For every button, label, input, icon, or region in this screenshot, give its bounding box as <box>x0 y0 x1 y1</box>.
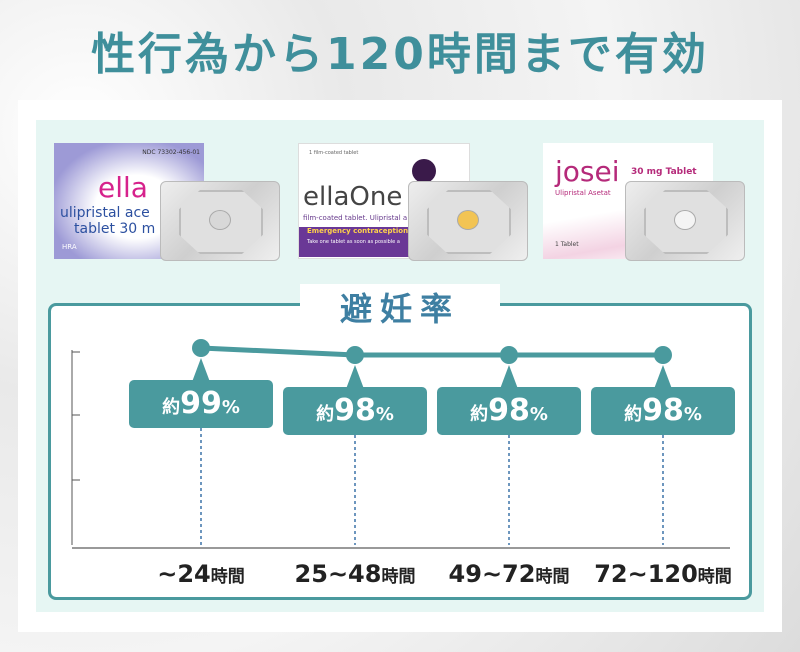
label-unit: % <box>683 404 702 425</box>
product-ella: NDC 73302-456-01 ella ulipristal ace tab… <box>54 143 280 261</box>
blister-pack-image <box>408 181 528 261</box>
x-tick-value: 25~48 <box>294 560 382 588</box>
callout-pointer <box>500 365 518 389</box>
label-value: 98 <box>642 393 684 428</box>
x-tick-value: 72~120 <box>594 560 698 588</box>
callout-pointer <box>346 365 364 389</box>
data-label: 約98% <box>283 387 427 435</box>
label-unit: % <box>529 404 548 425</box>
product-text: 1 film-coated tablet <box>309 150 359 156</box>
blister-pack-image <box>625 181 745 261</box>
product-brand: ellaOne <box>303 182 403 212</box>
data-label: 約98% <box>437 387 581 435</box>
x-tick-label: 49~72時間 <box>429 560 589 588</box>
product-text: NDC 73302-456-01 <box>142 149 200 156</box>
data-point <box>500 346 518 364</box>
x-tick-label: 25~48時間 <box>275 560 435 588</box>
product-text: tablet 30 m <box>74 221 156 237</box>
label-value: 99 <box>180 386 222 421</box>
callout-pointer <box>654 365 672 389</box>
data-point <box>654 346 672 364</box>
product-text: Ulipristal Asetat <box>555 189 611 197</box>
label-prefix: 約 <box>316 404 335 425</box>
series-line <box>200 345 663 358</box>
product-brand: ella <box>98 171 148 204</box>
x-tick-value: ~24 <box>157 560 211 588</box>
x-tick-label: ~24時間 <box>121 560 281 588</box>
data-label: 約98% <box>591 387 735 435</box>
label-value: 98 <box>488 393 530 428</box>
x-tick-unit: 時間 <box>210 567 245 587</box>
x-tick-unit: 時間 <box>535 567 570 587</box>
label-prefix: 約 <box>624 404 643 425</box>
data-point <box>192 339 210 357</box>
x-tick-unit: 時間 <box>381 567 416 587</box>
product-josei: josei 30 mg Tablet Ulipristal Asetat 1 T… <box>543 143 748 261</box>
label-value: 98 <box>334 393 376 428</box>
page-title: 性行為から120時間まで有効 <box>91 29 709 80</box>
product-text: 1 Tablet <box>555 241 579 248</box>
product-ellaone: 1 film-coated tablet ellaOne film-coated… <box>298 143 528 261</box>
logo-icon <box>412 159 436 183</box>
label-unit: % <box>375 404 394 425</box>
product-brand: josei <box>555 155 620 188</box>
x-tick-value: 49~72 <box>448 560 536 588</box>
product-text: ulipristal ace <box>60 205 150 221</box>
x-tick-label: 72~120時間 <box>583 560 743 588</box>
product-text: film-coated tablet. Ulipristal a <box>303 214 408 222</box>
data-point <box>346 346 364 364</box>
product-text: 30 mg Tablet <box>631 167 697 177</box>
data-label: 約99% <box>129 380 273 428</box>
label-prefix: 約 <box>470 404 489 425</box>
blister-pack-image <box>160 181 280 261</box>
callout-pointer <box>192 358 210 382</box>
label-unit: % <box>221 397 240 418</box>
label-prefix: 約 <box>162 397 181 418</box>
chart-title: 避妊率 <box>300 284 500 328</box>
x-tick-unit: 時間 <box>697 567 732 587</box>
product-text: HRA <box>62 243 77 251</box>
